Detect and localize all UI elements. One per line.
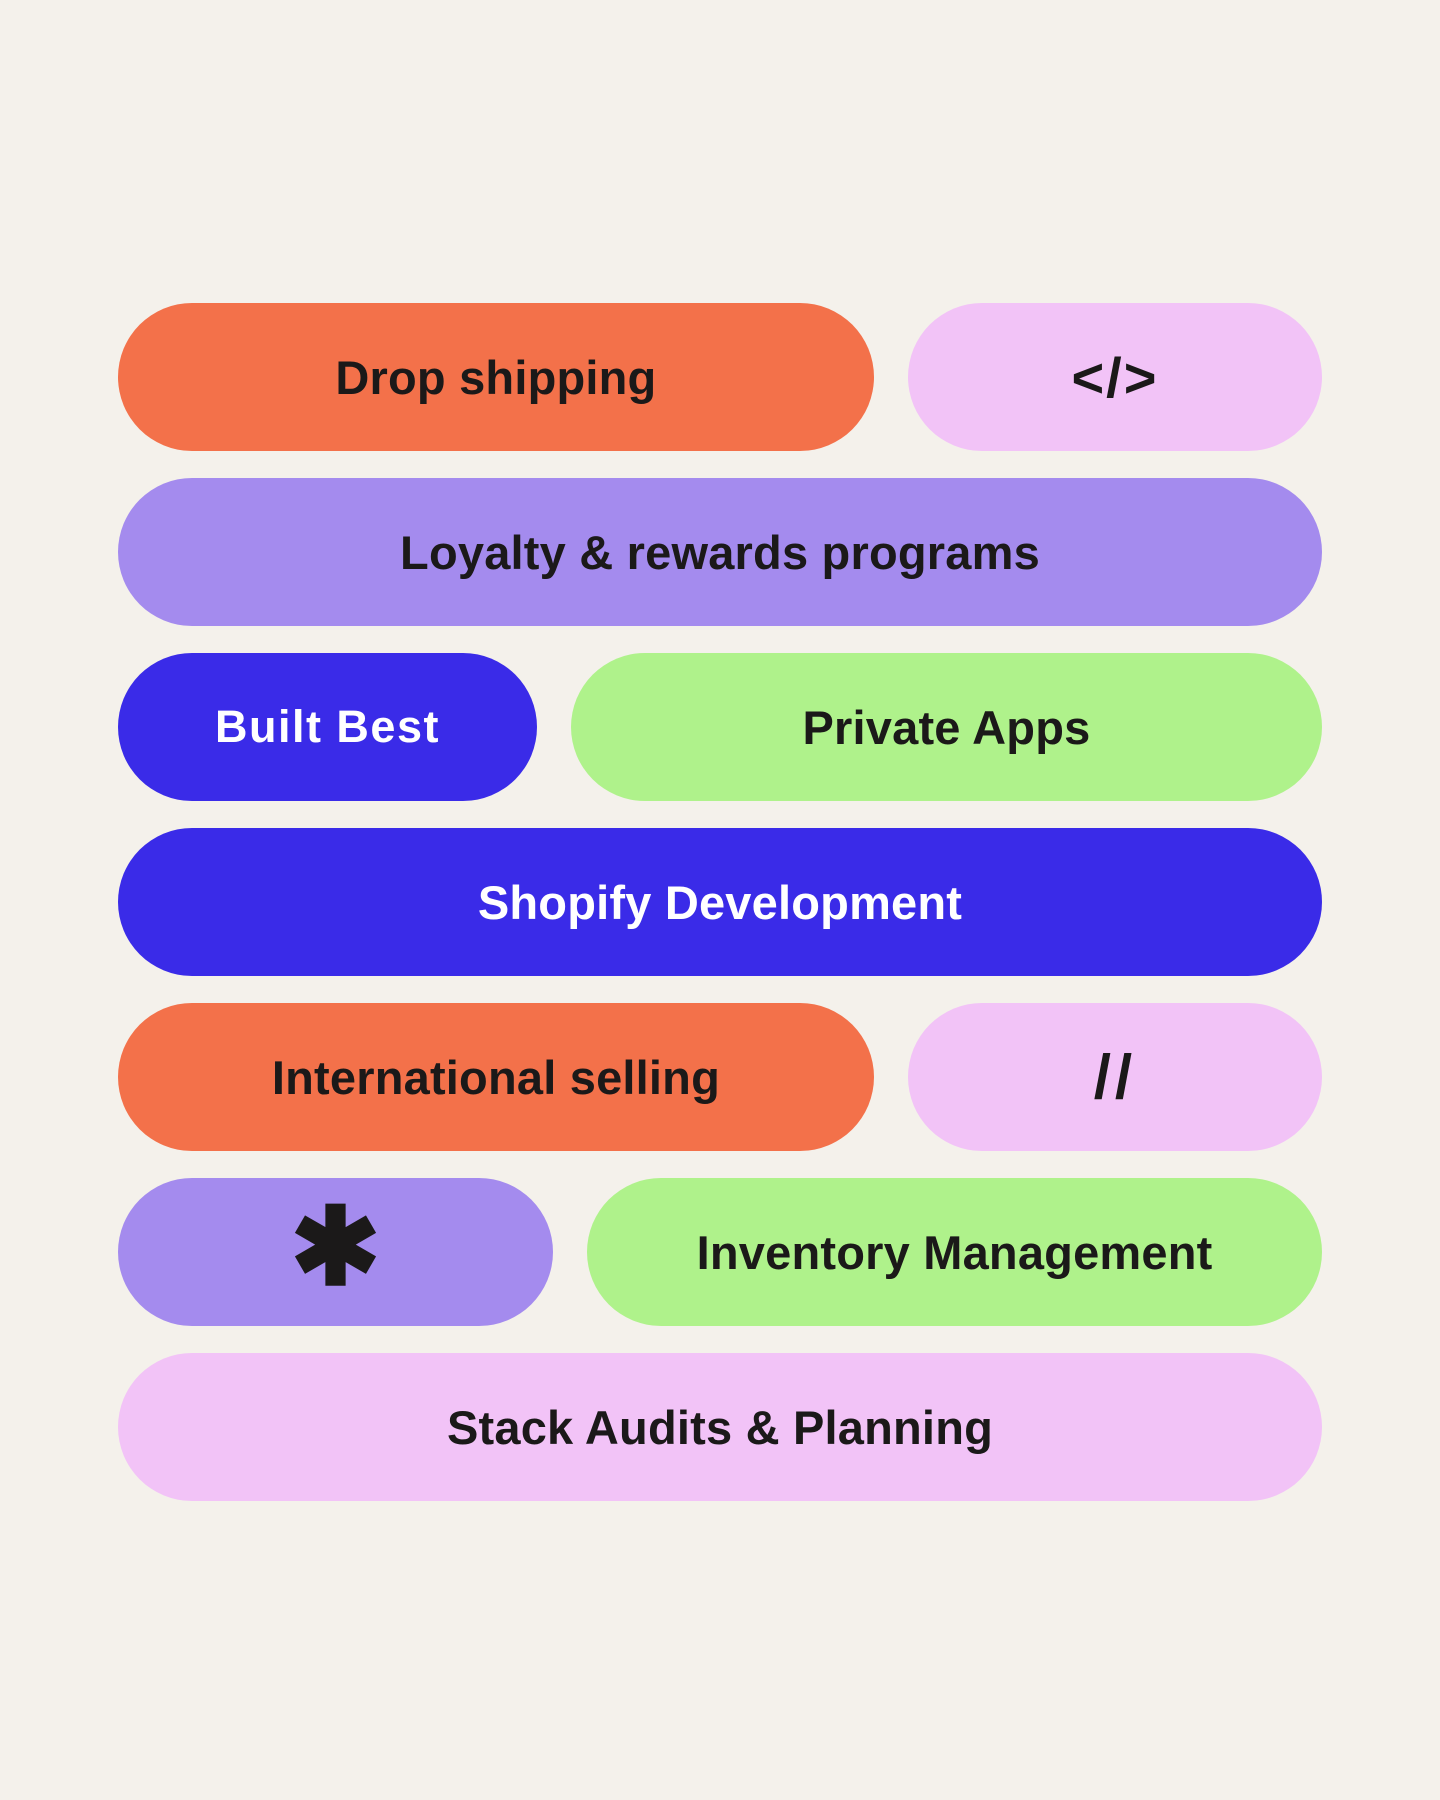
pill-asterisk: ✱ [118,1178,554,1326]
pill-row-1: Drop shipping </> [118,303,1322,451]
pill-row-7: Stack Audits & Planning [118,1353,1322,1501]
double-slash-icon: // [1093,1042,1137,1112]
pill-drop-shipping: Drop shipping [118,303,874,451]
code-icon: </> [1071,345,1159,409]
pill-stack-audits-planning: Stack Audits & Planning [118,1353,1322,1501]
pill-label: Stack Audits & Planning [446,1400,994,1454]
logo-text: Built Best [214,701,440,752]
pill-label: Inventory Management [696,1225,1213,1279]
pill-loyalty-rewards: Loyalty & rewards programs [118,478,1322,626]
pill-label: Loyalty & rewards programs [400,525,1040,579]
pill-row-2: Loyalty & rewards programs [118,478,1322,626]
pill-label: International selling [271,1050,720,1104]
pill-private-apps: Private Apps [570,653,1322,801]
built-best-logo: Built Best [118,653,537,801]
pill-code: </> [907,303,1322,451]
pill-row-3: Built Best Private Apps [118,653,1322,801]
pill-row-5: International selling // [118,1003,1322,1151]
pill-label: Private Apps [802,700,1091,754]
pill-row-4: Shopify Development [118,828,1322,976]
pill-inventory-management: Inventory Management [587,1178,1322,1326]
pill-row-6: ✱ Inventory Management [118,1178,1322,1326]
pill-shopify-development: Shopify Development [118,828,1322,976]
pill-label: Shopify Development [477,875,963,929]
pill-international-selling: International selling [118,1003,874,1151]
asterisk-icon: ✱ [290,1186,381,1307]
pill-double-slash: // [907,1003,1322,1151]
pill-label: Drop shipping [335,350,657,404]
